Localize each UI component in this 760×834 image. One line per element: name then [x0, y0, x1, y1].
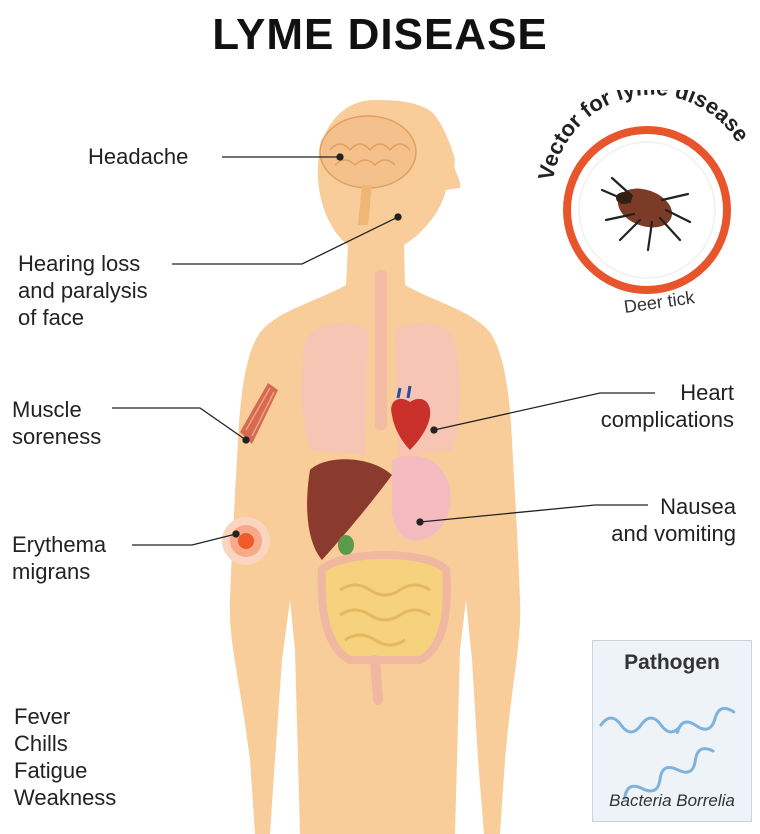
label-weakness: Weakness	[14, 784, 116, 811]
label-chills: Chills	[14, 730, 116, 757]
label-hearing-line-3: of face	[18, 304, 148, 331]
pathogen-caption: Bacteria Borrelia	[593, 791, 751, 811]
label-fatigue: Fatigue	[14, 757, 116, 784]
lungs-left	[302, 323, 368, 455]
label-general-symptoms: Fever Chills Fatigue Weakness	[14, 703, 116, 811]
label-erythema-line-2: migrans	[12, 558, 106, 585]
label-muscle-line-2: soreness	[12, 423, 101, 450]
label-fever: Fever	[14, 703, 116, 730]
label-erythema-line-1: Erythema	[12, 531, 106, 558]
label-headache: Headache	[88, 143, 188, 170]
label-nausea-vomiting: Nausea and vomiting	[560, 493, 736, 547]
label-erythema-migrans: Erythema migrans	[12, 531, 106, 585]
label-heart-line-1: Heart	[560, 379, 734, 406]
brain-icon	[320, 116, 416, 188]
label-heart-line-2: complications	[560, 406, 734, 433]
label-headache-text: Headache	[88, 143, 188, 170]
rash-icon	[222, 517, 270, 565]
label-hearing-line-2: and paralysis	[18, 277, 148, 304]
label-heart-complications: Heart complications	[560, 379, 734, 433]
pathogen-box: Pathogen Bacteria Borrelia	[592, 640, 752, 822]
label-muscle-soreness: Muscle soreness	[12, 396, 101, 450]
vector-badge: Vector for lyme disease Deer tick	[520, 90, 760, 330]
label-nausea-line-1: Nausea	[560, 493, 736, 520]
label-hearing-line-1: Hearing loss	[18, 250, 148, 277]
label-muscle-line-1: Muscle	[12, 396, 101, 423]
label-hearing-loss: Hearing loss and paralysis of face	[18, 250, 148, 331]
label-nausea-line-2: and vomiting	[560, 520, 736, 547]
